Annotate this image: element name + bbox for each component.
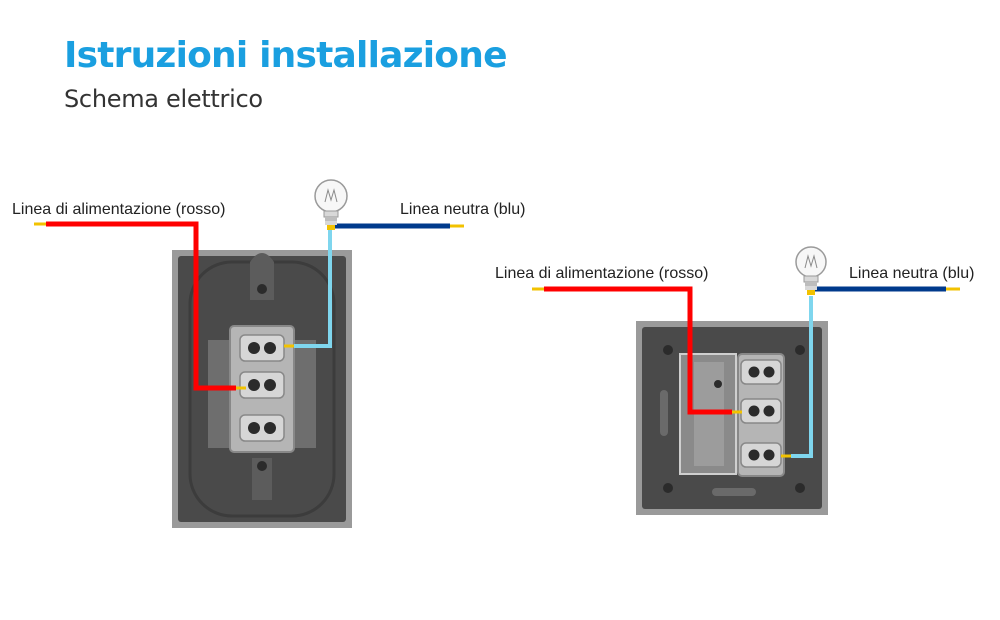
slot-left xyxy=(660,390,668,436)
light-bulb-icon xyxy=(314,179,348,230)
screw-hole xyxy=(795,345,805,355)
live-wire xyxy=(544,286,732,415)
light-bulb-icon xyxy=(795,246,827,295)
housing-hole xyxy=(714,380,722,388)
wiring-diagram-square: Linea di alimentazione (rosso) Linea neu… xyxy=(495,246,974,515)
screw-hole xyxy=(795,483,805,493)
wiring-diagram-vertical: Linea di alimentazione (rosso) Linea neu… xyxy=(12,179,525,528)
terminal-middle xyxy=(239,371,285,399)
switched-wire xyxy=(791,296,813,458)
mounting-tab-top xyxy=(250,253,274,300)
neutral-line-label: Linea neutra (blu) xyxy=(400,201,525,218)
slot-bottom xyxy=(712,488,756,496)
wall-plate-square xyxy=(636,321,828,515)
page-title: Istruzioni installazione xyxy=(64,35,507,76)
wall-plate-vertical xyxy=(172,250,352,528)
switched-wire xyxy=(294,230,332,348)
terminal-bottom xyxy=(740,442,782,468)
page-subtitle: Schema elettrico xyxy=(64,85,263,113)
screw-hole xyxy=(663,483,673,493)
terminal-top xyxy=(740,359,782,385)
terminal-bottom xyxy=(239,414,285,442)
terminal-top xyxy=(239,334,285,362)
neutral-line-label: Linea neutra (blu) xyxy=(849,265,974,282)
screw-hole-bottom xyxy=(257,461,267,471)
mounting-tab-bottom xyxy=(252,458,272,500)
live-line-label: Linea di alimentazione (rosso) xyxy=(495,265,708,282)
terminal-middle xyxy=(740,398,782,424)
live-wire xyxy=(46,221,236,391)
screw-hole xyxy=(663,345,673,355)
live-line-label: Linea di alimentazione (rosso) xyxy=(12,201,225,218)
screw-hole-top xyxy=(257,284,267,294)
